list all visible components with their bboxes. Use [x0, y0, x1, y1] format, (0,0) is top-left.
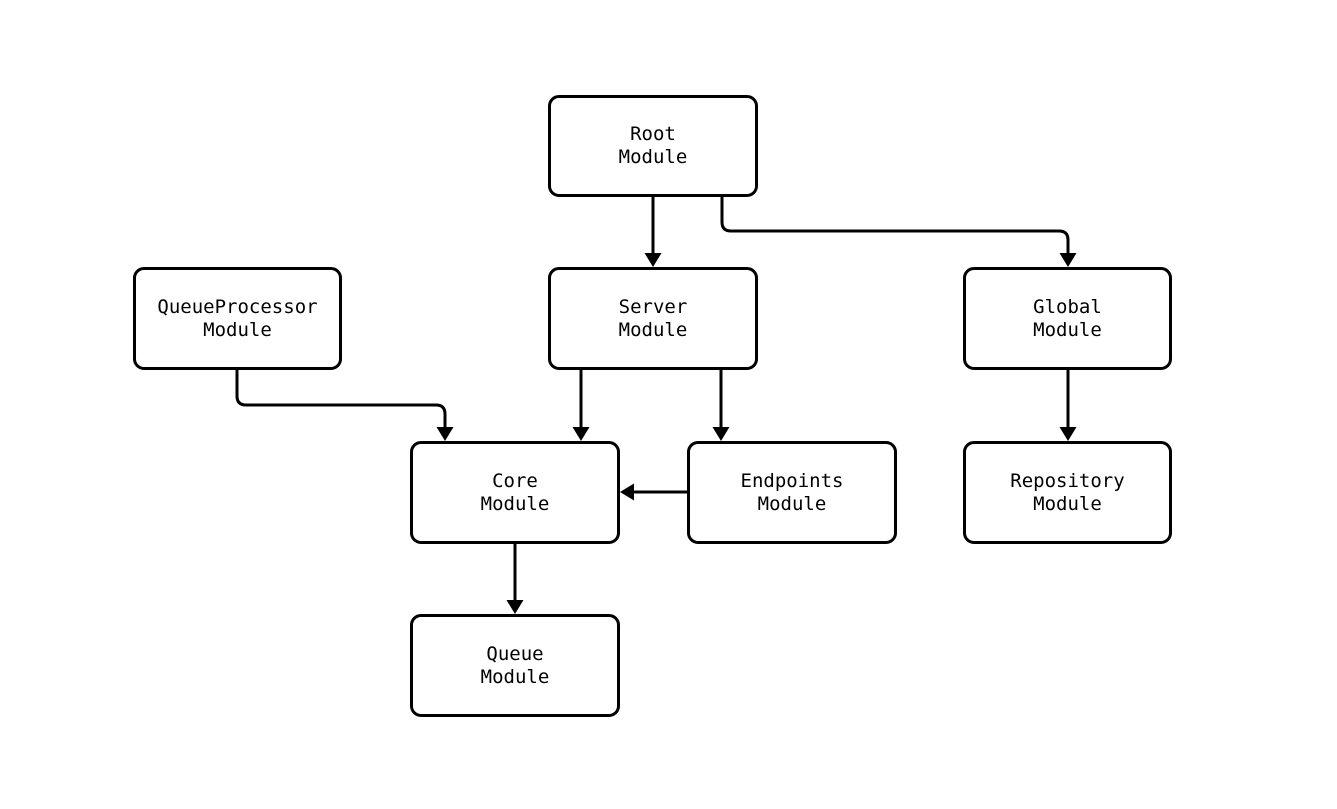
- edge-arrowhead: [506, 600, 524, 614]
- node-label-line-2: Module: [1033, 492, 1102, 515]
- node-label-line-2: Module: [618, 146, 688, 168]
- node-label-line-2: Module: [480, 665, 550, 688]
- edge-arrowhead: [712, 427, 730, 441]
- edge-arrowhead: [644, 253, 662, 267]
- edge-arrowhead: [620, 483, 634, 501]
- node-label-line-1: Queue: [486, 642, 544, 665]
- edge-root-to-server: [644, 197, 662, 267]
- node-label-line-1: Repository: [1010, 469, 1125, 492]
- edge-arrowhead: [436, 427, 454, 441]
- edge-line: [235, 370, 447, 428]
- node-label-line-1: Global: [1033, 295, 1102, 318]
- node-label-line-1: Server: [618, 295, 688, 318]
- node-label-line-2: Module: [203, 318, 272, 341]
- node-label-line-2: Module: [480, 492, 550, 515]
- node-label-line-1: Core: [492, 469, 538, 492]
- edge-server-to-core: [572, 370, 590, 441]
- edge-line: [720, 197, 1070, 254]
- node-label-line-1: QueueProcessor: [157, 295, 318, 318]
- edge-global-to-repository: [1059, 370, 1077, 441]
- edge-queueprocessor-to-core: [235, 370, 454, 441]
- edge-root-to-global: [720, 197, 1077, 267]
- edge-arrowhead: [572, 427, 590, 441]
- node-label-line-2: Module: [757, 492, 827, 515]
- edge-arrowhead: [1059, 253, 1077, 267]
- node-label-line-1: Endpoints: [740, 469, 844, 492]
- edge-arrowhead: [1059, 427, 1077, 441]
- node-label-line-2: Module: [618, 318, 688, 341]
- edge-server-to-endpoints: [712, 370, 730, 441]
- node-label-line-1: Root: [630, 123, 676, 145]
- node-label-line-2: Module: [1033, 318, 1102, 341]
- edge-core-to-queue: [506, 544, 524, 614]
- edge-endpoints-to-core: [620, 483, 687, 501]
